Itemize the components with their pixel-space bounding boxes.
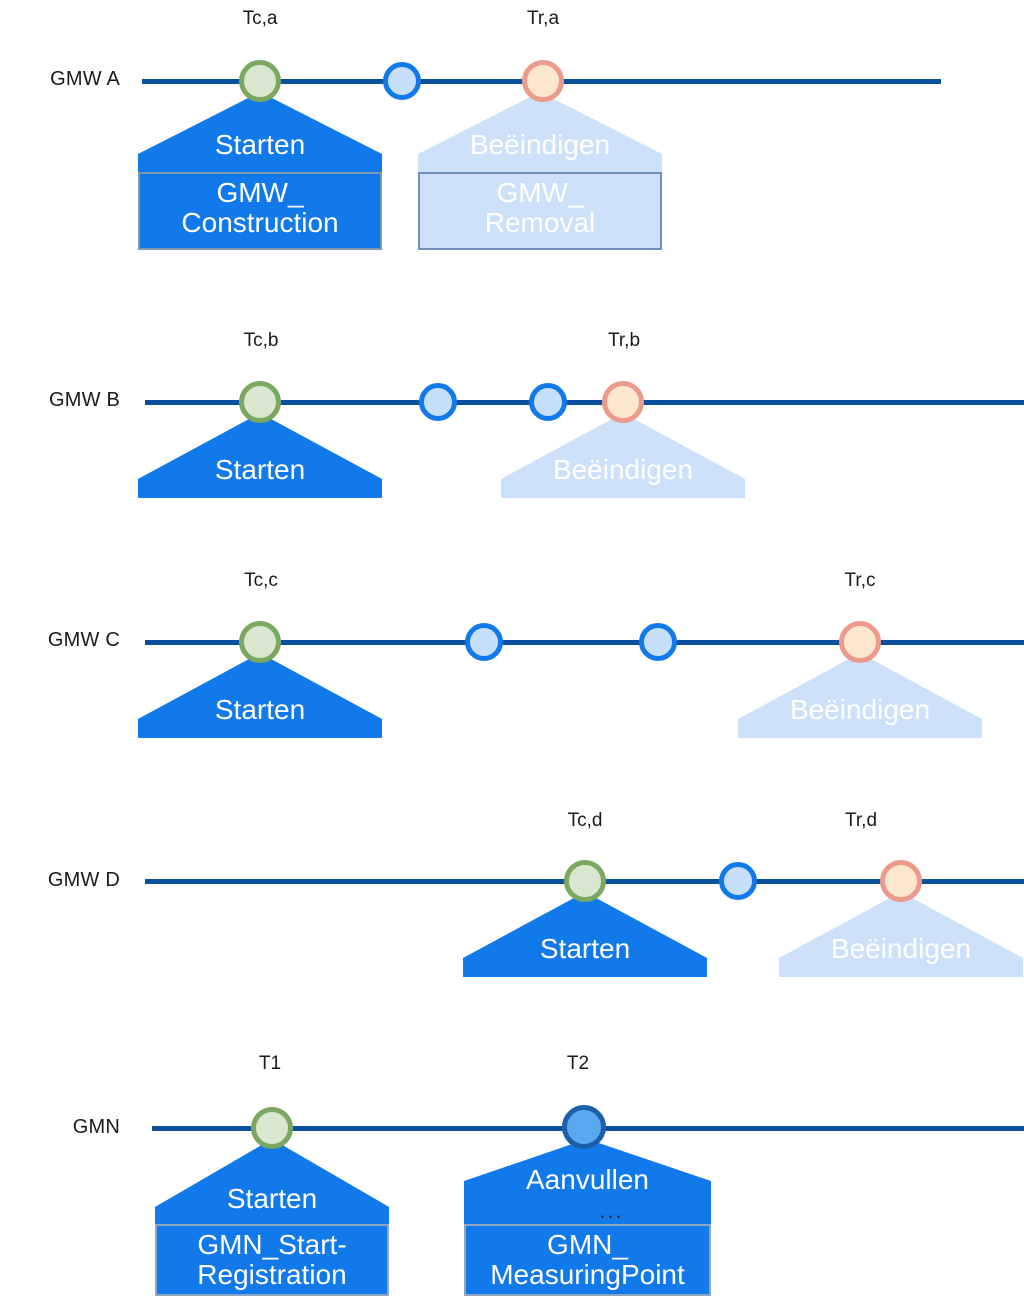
node-orange-tr-c[interactable] xyxy=(839,621,881,663)
pentagon-start-b xyxy=(138,413,382,498)
node-blue-c-1[interactable] xyxy=(465,623,503,661)
node-orange-tr-b[interactable] xyxy=(602,381,644,423)
row-label-gmw-c: GMW C xyxy=(47,629,120,651)
event-action-label: Beëindigen xyxy=(830,933,972,964)
event-gmw-c-end[interactable]: Beëindigen xyxy=(738,653,982,738)
tick-label-tr-c: Tr,c xyxy=(844,570,876,591)
event-action-label: Starten xyxy=(539,933,631,964)
node-blue-c-2[interactable] xyxy=(639,623,677,661)
event-gmn-supplement[interactable]: Aanvullen ... xyxy=(464,1139,711,1224)
pentagon-start-a xyxy=(138,92,382,172)
timeline-gmw-c xyxy=(145,640,1024,645)
tick-label-tc-c: Tc,c xyxy=(244,570,278,591)
row-label-gmw-d: GMW D xyxy=(47,869,120,891)
node-orange-tr-a[interactable] xyxy=(522,60,564,102)
event-object-line2: Removal xyxy=(484,207,596,239)
node-green-tc-a[interactable] xyxy=(239,60,281,102)
event-gmw-b-end[interactable]: Beëindigen xyxy=(501,413,745,498)
node-green-tc-c[interactable] xyxy=(239,621,281,663)
node-green-tc-b[interactable] xyxy=(239,381,281,423)
tick-label-t1: T1 xyxy=(258,1053,282,1074)
pentagon-start-gmn xyxy=(155,1139,389,1224)
pentagon-start-c xyxy=(138,653,382,738)
event-gmw-c-start[interactable]: Starten xyxy=(138,653,382,738)
event-action-label: Beëindigen xyxy=(469,129,611,160)
event-gmw-a-start[interactable]: Starten xyxy=(138,92,382,172)
node-blue-b-1[interactable] xyxy=(419,383,457,421)
event-action-label: Starten xyxy=(214,694,306,725)
event-action-label: Starten xyxy=(214,454,306,485)
event-gmw-d-end[interactable]: Beëindigen xyxy=(779,892,1023,977)
event-object-box-gmn-startregistration[interactable]: GMN_Start- Registration xyxy=(155,1224,389,1296)
event-object-line1: GMW_ xyxy=(496,177,584,208)
event-action-label: Beëindigen xyxy=(789,694,931,725)
event-gmw-a-end[interactable]: Beëindigen xyxy=(418,92,662,172)
event-gmn-start[interactable]: Starten xyxy=(155,1139,389,1224)
tick-label-tr-a: Tr,a xyxy=(526,8,560,29)
pentagon-end-b xyxy=(501,413,745,498)
row-label-gmw-b: GMW B xyxy=(49,389,120,411)
tick-label-tr-d: Tr,d xyxy=(844,810,878,831)
event-object-line2: Construction xyxy=(181,207,339,239)
event-gmw-b-start[interactable]: Starten xyxy=(138,413,382,498)
event-object-box-gmw-removal[interactable]: GMW_ Removal xyxy=(418,172,662,250)
tick-label-tc-b: Tc,b xyxy=(243,330,279,351)
pentagon-end-c xyxy=(738,653,982,738)
event-action-label: Starten xyxy=(214,129,306,160)
timeline-gmw-b xyxy=(145,400,1024,405)
event-object-line2: Registration xyxy=(197,1259,347,1291)
tick-label-tc-a: Tc,a xyxy=(242,8,278,29)
event-gmw-d-start[interactable]: Starten xyxy=(463,892,707,977)
pentagon-mid-gmn xyxy=(464,1139,711,1224)
row-label-gmw-a: GMW A xyxy=(50,68,120,90)
event-action-label: Starten xyxy=(226,1183,318,1214)
pentagon-end-a xyxy=(418,92,662,172)
node-blue-b-2[interactable] xyxy=(529,383,567,421)
node-darkblue-t2[interactable] xyxy=(562,1105,606,1149)
node-blue-a-1[interactable] xyxy=(383,62,421,100)
node-blue-d-1[interactable] xyxy=(719,862,757,900)
tick-label-tr-b: Tr,b xyxy=(607,330,641,351)
pentagon-start-d xyxy=(463,892,707,977)
node-green-tc-d[interactable] xyxy=(564,860,606,902)
event-object-line2: MeasuringPoint xyxy=(490,1259,685,1291)
event-object-box-gmw-construction[interactable]: GMW_ Construction xyxy=(138,172,382,250)
event-action-label: Aanvullen xyxy=(526,1164,649,1195)
ellipsis-icon: ... xyxy=(599,1198,624,1223)
event-action-label: Beëindigen xyxy=(552,454,694,485)
node-green-t1[interactable] xyxy=(251,1107,293,1149)
pentagon-end-d xyxy=(779,892,1023,977)
tick-label-tc-d: Tc,d xyxy=(567,810,603,831)
row-label-gmn: GMN xyxy=(72,1116,120,1138)
event-object-line1: GMN_Start- xyxy=(197,1229,347,1260)
event-object-line1: GMW_ xyxy=(216,177,304,208)
node-orange-tr-d[interactable] xyxy=(880,860,922,902)
event-object-line1: GMN_ xyxy=(547,1229,628,1260)
event-object-box-gmn-measuringpoint[interactable]: GMN_ MeasuringPoint xyxy=(464,1224,711,1296)
tick-label-t2: T2 xyxy=(566,1053,590,1074)
